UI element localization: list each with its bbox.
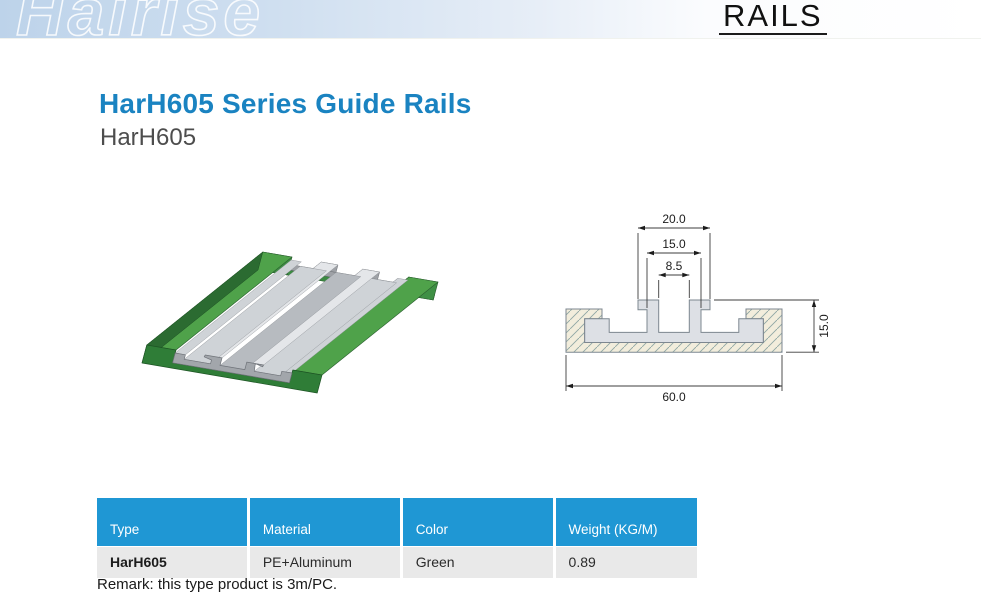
cell-color-value: Green — [402, 547, 553, 578]
cell-material-value: PE+Aluminum — [249, 547, 400, 578]
dimension-label-top-outer: 20.0 — [662, 212, 686, 226]
product-isometric-illustration — [141, 251, 439, 394]
page-subtitle: HarH605 — [100, 124, 197, 151]
cell-weight-value: 0.89 — [555, 547, 697, 578]
column-header-material: Material — [249, 498, 400, 546]
column-header-type: Type — [97, 498, 247, 546]
remark-text: Remark: this type product is 3m/PC. — [97, 576, 338, 593]
technical-drawing: 20.0 15.0 8.5 60.0 15.0 — [565, 212, 831, 404]
hairise-logo-watermark: Hairise — [15, 0, 265, 39]
page-title: HarH605 Series Guide Rails — [99, 88, 472, 119]
column-header-color: Color — [402, 498, 553, 546]
spec-table-header-row: Type Material Color Weight (KG/M) — [97, 498, 697, 546]
dimension-label-top-mid: 15.0 — [662, 237, 686, 251]
cell-type-value: HarH605 — [97, 547, 247, 578]
column-header-weight: Weight (KG/M) — [555, 498, 697, 546]
dimension-label-height: 15.0 — [817, 314, 831, 338]
dimension-label-top-inner: 8.5 — [666, 259, 683, 273]
profile-pe-section — [584, 299, 764, 343]
spec-table-data-row: HarH605 PE+Aluminum Green 0.89 — [97, 547, 697, 578]
section-label-rails: RAILS — [719, 0, 827, 35]
spec-table: Type Material Color Weight (KG/M) HarH60… — [97, 498, 697, 578]
header-band: Hairise — [0, 0, 981, 39]
dimension-label-width: 60.0 — [662, 390, 686, 404]
